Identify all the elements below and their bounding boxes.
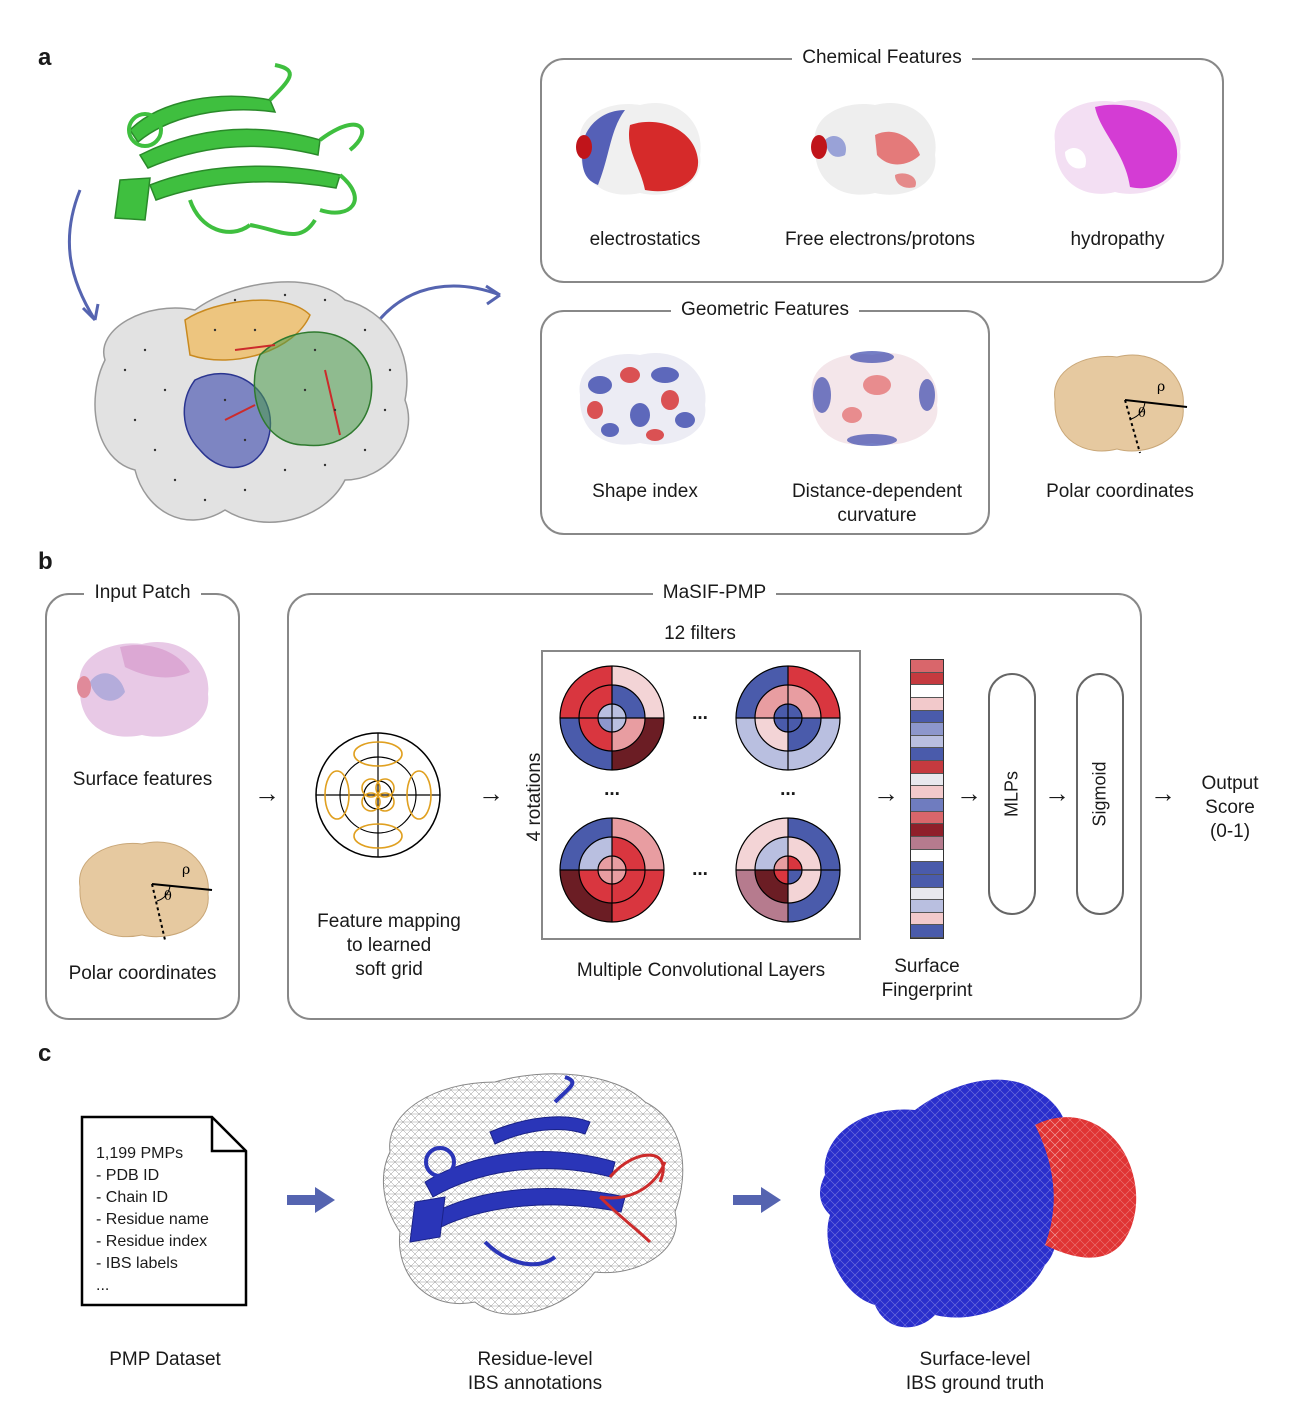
conv-layers-label: Multiple Convolutional Layers [576,960,826,981]
ellipsis-v-left: ... [604,779,620,800]
fingerprint-cell [911,748,943,762]
feature-mapping-label: Feature mapping to learned soft grid [317,911,461,980]
arrow-residue-to-surface [733,1187,781,1213]
free-electrons-label: Free electrons/protons [784,229,976,250]
fingerprint-cell [911,811,943,825]
conv-filters-frame [541,650,861,940]
hydropathy-label: hydropathy [1070,229,1165,250]
curvature-label: Distance-dependent curvature [791,481,963,526]
residue-level-label: Residue-level IBS annotations [467,1349,603,1394]
fingerprint-cell [911,773,943,787]
mlps-block: MLPs [988,673,1036,915]
fingerprint-cell [911,660,943,673]
fingerprint-cell [911,761,943,774]
learned-soft-grid [315,732,441,858]
masif-pmp-title: MaSIF-PMP [652,582,777,603]
arrow-conv-to-fingerprint: → [873,778,899,808]
panel-letter-b: b [38,548,53,575]
surface-level-label: Surface-level IBS ground truth [905,1349,1045,1394]
rho-symbol-b: ρ [182,862,190,878]
dataset-document-text: 1,199 PMPs - PDB ID - Chain ID - Residue… [96,1145,209,1294]
input-polar-coordinates: ρ θ [79,841,213,941]
surface-ground-truth [820,1079,1137,1328]
panel-letter-a: a [38,44,52,71]
arrow-fingerprint-to-mlps: → [956,778,982,808]
masif-pmp-box: MaSIF-PMP [287,582,1142,1020]
arrow-input-to-masif: → [254,778,280,808]
shape-index-label: Shape index [592,481,698,502]
chemical-features-box: Chemical Features [540,47,1224,283]
fingerprint-cell [911,735,943,749]
curved-arrows [67,189,501,326]
pmp-dataset-label: PMP Dataset [109,1349,221,1370]
free-electrons-surface [811,103,936,195]
conv-filter-4 [735,817,841,923]
curvature-surface [811,351,938,446]
panel-letter-c: c [38,1040,52,1067]
arrow-mlps-to-sigmoid: → [1044,778,1070,808]
theta-symbol-a: θ [1138,406,1146,421]
polar-coordinates-surface-a: ρ θ [1054,354,1188,454]
filters-count-label: 12 filters [664,623,736,644]
sigmoid-block: Sigmoid [1076,673,1124,915]
residue-annotation-mesh [382,1073,684,1315]
fingerprint-cell [911,862,943,875]
input-surface-features [77,642,209,737]
fingerprint-cell [911,836,943,850]
conv-filter-3 [559,817,665,923]
input-patch-box: Input Patch [45,582,240,1020]
geometric-features-title: Geometric Features [671,299,859,320]
fingerprint-cell [911,710,943,724]
surface-features-label: Surface features [72,769,213,790]
rotations-label: 4 rotations [524,752,545,842]
arrow-dataset-to-residue [287,1187,335,1213]
dataset-document-icon [80,1115,248,1307]
fingerprint-label: Surface Fingerprint [881,956,973,1001]
polar-coordinates-label-b: Polar coordinates [68,963,217,984]
fingerprint-cell [911,900,943,913]
surface-fingerprint-bar [910,659,944,939]
fingerprint-cell [911,799,943,812]
fingerprint-cell [911,697,943,711]
fingerprint-cell [911,786,943,800]
rho-symbol-a: ρ [1157,379,1165,395]
arrow-sigmoid-to-output: → [1150,778,1176,808]
ellipsis-v-right: ... [780,779,796,800]
hydropathy-surface [1054,100,1181,194]
arrow-grid-to-conv: → [478,778,504,808]
ellipsis-h-bottom: ... [692,859,708,880]
protein-ribbon-green [114,63,365,236]
polar-coordinates-label-a: Polar coordinates [1046,481,1194,502]
electrostatics-label: electrostatics [589,229,701,250]
input-patch-title: Input Patch [84,582,201,603]
geometric-features-box: Geometric Features [540,299,990,535]
chemical-features-title: Chemical Features [792,47,972,68]
theta-symbol-b: θ [164,889,172,904]
output-score-label: Output Score (0-1) [1201,773,1259,842]
mlps-label: MLPs [1001,770,1022,818]
shape-index-surface [579,353,706,445]
fingerprint-cell [911,912,943,926]
sigmoid-label: Sigmoid [1089,761,1110,827]
fingerprint-cell [911,849,943,863]
electrostatics-surface [576,103,701,195]
fingerprint-cell [911,685,943,698]
fingerprint-cell [911,824,943,837]
dotted-surface-patches [94,281,410,523]
fingerprint-cell [911,672,943,686]
fingerprint-cell [911,874,943,888]
fingerprint-cell [911,925,943,939]
conv-filter-1 [559,665,665,771]
conv-filter-2 [735,665,841,771]
fingerprint-cell [911,723,943,736]
fingerprint-cell [911,887,943,901]
ellipsis-h-top: ... [692,703,708,724]
